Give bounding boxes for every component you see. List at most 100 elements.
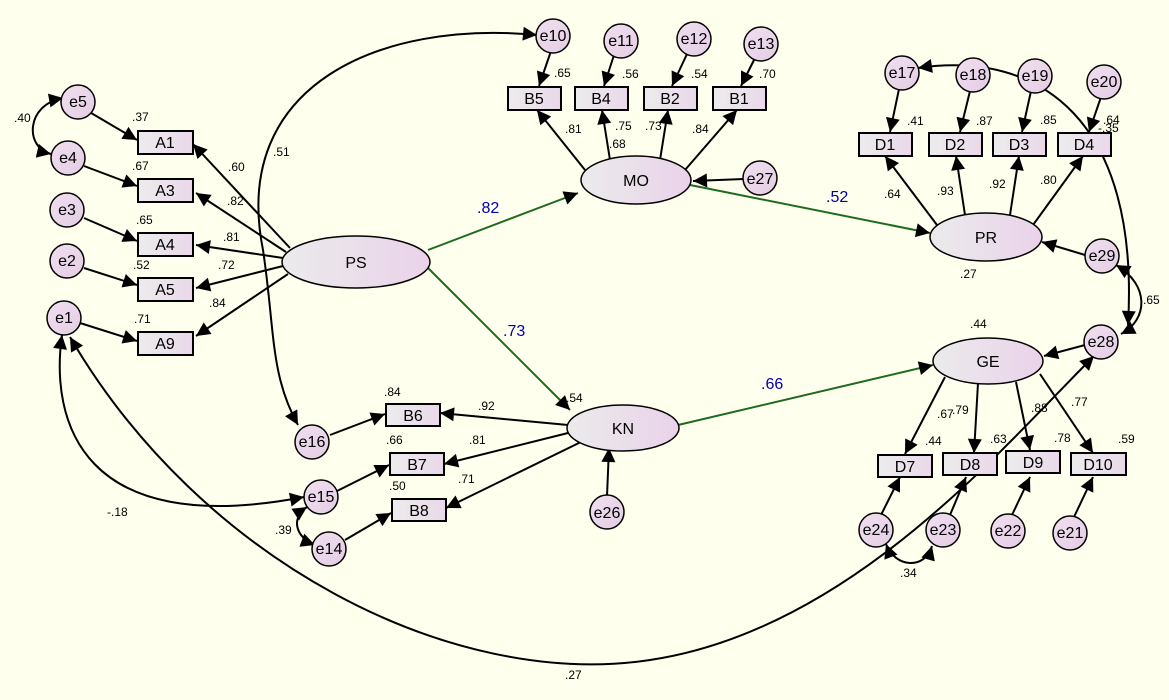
indicator-a1-label: A1	[155, 135, 175, 152]
indicator-a3: A3	[137, 178, 194, 203]
indicator-d9-label: D9	[1023, 455, 1044, 472]
error-e4: e4	[50, 140, 86, 176]
indicator-d2-label: D2	[945, 137, 966, 154]
error-e24: e24	[858, 512, 894, 548]
indicator-d1: D1	[858, 132, 913, 157]
r2-mo: .68	[609, 137, 626, 151]
r2-b6: .84	[384, 385, 401, 399]
loading-b1: .84	[692, 122, 709, 136]
loading-b2: .73	[645, 119, 662, 133]
indicator-d10-label: D10	[1083, 457, 1112, 474]
r2-b5: .65	[554, 66, 571, 80]
error-e13-label: e13	[748, 36, 775, 53]
indicator-d8-label: D8	[960, 457, 981, 474]
error-e11: e11	[603, 23, 639, 59]
cov-e17-e28: -.35	[1098, 121, 1119, 135]
indicator-b4: B4	[574, 86, 629, 111]
error-e29-label: e29	[1089, 248, 1116, 265]
error-e14: e14	[311, 531, 347, 567]
error-e14-label: e14	[316, 541, 343, 558]
r2-a1: .37	[132, 110, 149, 124]
r2-a5: .52	[133, 258, 150, 272]
error-e2-label: e2	[58, 253, 76, 270]
indicator-b8-label: B8	[409, 503, 429, 520]
latent-pr-label: PR	[975, 230, 997, 247]
latent-ge-label: GE	[976, 354, 999, 371]
r2-kn: .54	[566, 391, 583, 405]
loading-d4: .80	[1040, 173, 1057, 187]
r2-d1: .41	[907, 114, 924, 128]
r2-b1: .70	[759, 67, 776, 81]
error-e13: e13	[743, 26, 779, 62]
error-e12-label: e12	[681, 31, 708, 48]
r2-b8: .50	[389, 479, 406, 493]
indicator-b1-label: B1	[729, 91, 749, 108]
error-e22-label: e22	[995, 523, 1022, 540]
indicator-d1-label: D1	[875, 137, 896, 154]
path-mo-pr	[689, 184, 931, 238]
loading-d3: .92	[989, 177, 1006, 191]
loading-a5: .72	[218, 258, 235, 272]
r2-a4: .65	[136, 213, 153, 227]
error-e10: e10	[535, 18, 571, 54]
r2-d4: .64	[1103, 113, 1120, 127]
loading-a9: .84	[209, 296, 226, 310]
indicator-b5: B5	[507, 86, 562, 111]
indicator-b7: B7	[389, 452, 445, 476]
latent-kn-label: KN	[612, 421, 634, 438]
latent-ps-label: PS	[345, 255, 366, 272]
loading-a4: .81	[223, 230, 240, 244]
indicator-a1: A1	[137, 130, 194, 155]
error-e1-label: e1	[55, 310, 73, 327]
loading-d8: .79	[952, 403, 969, 417]
r2-pr: .27	[960, 267, 977, 281]
r2-a3: .67	[132, 159, 149, 173]
error-e4-label: e4	[59, 150, 77, 167]
error-e15: e15	[303, 479, 339, 515]
cov-e10-e16: .51	[273, 145, 290, 159]
indicator-a9: A9	[137, 331, 194, 356]
error-e23: e23	[925, 512, 961, 548]
loading-d7: .67	[937, 407, 954, 421]
r2-ge: .44	[970, 317, 987, 331]
error-e3-label: e3	[58, 202, 76, 219]
loading-values: .60 .82 .81 .72 .84 .81 .75 .73 .84 .64 …	[209, 119, 1088, 486]
error-e12: e12	[676, 21, 712, 57]
r2-a9: .71	[134, 312, 151, 326]
indicator-d4: D4	[1057, 132, 1112, 157]
error-e23-label: e23	[930, 522, 957, 539]
cov-e1-e28: .27	[565, 668, 582, 682]
loading-d9: .88	[1031, 401, 1048, 415]
latent-r2-values: .68 .27 .54 .44	[566, 137, 987, 405]
error-e5-label: e5	[69, 94, 87, 111]
path-ps-kn	[427, 267, 571, 411]
loading-d1: .64	[884, 187, 901, 201]
indicator-a4-label: A4	[155, 237, 175, 254]
cov-e15-e14: .39	[275, 523, 292, 537]
r2-b7: .66	[386, 433, 403, 447]
indicator-d10: D10	[1070, 452, 1127, 476]
indicator-d9: D9	[1005, 450, 1061, 474]
r2-b4: .56	[622, 67, 639, 81]
latent-pr: PR	[929, 212, 1043, 262]
latent-kn: KN	[566, 404, 680, 452]
cov-e1-e15: -.18	[107, 505, 128, 519]
error-e16: e16	[294, 424, 330, 460]
error-e19: e19	[1017, 58, 1053, 94]
latent-mo: MO	[580, 155, 692, 205]
error-e1: e1	[46, 300, 82, 336]
r2-b2: .54	[691, 67, 708, 81]
indicator-a9-label: A9	[155, 336, 175, 353]
loading-a1: .60	[228, 160, 245, 174]
structural-coefficients: .82 .73 .52 .66	[477, 189, 848, 393]
indicator-a3-label: A3	[155, 183, 175, 200]
error-e5: e5	[60, 84, 96, 120]
indicator-d7-label: D7	[895, 459, 916, 476]
latent-mo-label: MO	[623, 173, 649, 190]
r2-d2: .87	[976, 114, 993, 128]
error-e21-label: e21	[1057, 525, 1084, 542]
path-kn-ge	[677, 361, 934, 426]
indicator-d4-label: D4	[1074, 137, 1095, 154]
r2-d8: .63	[990, 432, 1007, 446]
